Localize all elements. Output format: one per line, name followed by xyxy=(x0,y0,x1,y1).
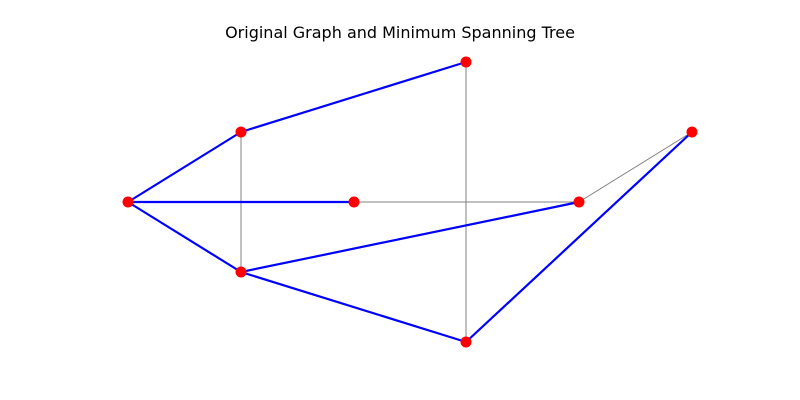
node-f xyxy=(573,196,585,208)
mst-edge-a-d xyxy=(126,200,243,274)
nodes-layer xyxy=(122,56,698,348)
mst-edge-h-g xyxy=(464,130,694,344)
figure-title: Original Graph and Minimum Spanning Tree xyxy=(225,23,575,42)
node-g xyxy=(686,126,698,138)
graph-edge-f-g xyxy=(578,131,693,203)
node-d xyxy=(235,266,247,278)
node-a xyxy=(122,196,134,208)
mst-edge-b-c xyxy=(239,60,468,134)
node-c xyxy=(460,56,472,68)
mst-edge-a-b xyxy=(126,130,243,204)
node-b xyxy=(235,126,247,138)
mst-edge-d-h xyxy=(239,270,468,344)
edges-layer xyxy=(126,60,694,344)
node-h xyxy=(460,336,472,348)
node-e xyxy=(348,196,360,208)
mst-edge-d-f xyxy=(239,200,581,274)
